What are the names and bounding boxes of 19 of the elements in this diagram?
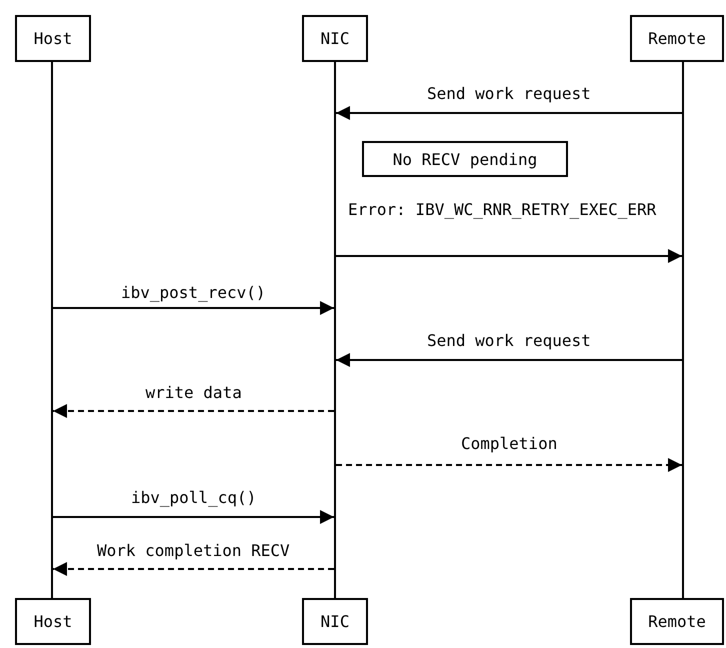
message-label: Work completion RECV [95, 541, 292, 561]
participant-box: NIC [302, 15, 368, 62]
message-arrow [53, 301, 334, 315]
lifeline [334, 62, 336, 598]
message-arrow [53, 562, 334, 576]
participant-box: Remote [630, 598, 724, 645]
message-arrow [336, 458, 682, 472]
lifeline [682, 62, 684, 598]
lifeline [51, 62, 53, 598]
participant-box: Remote [630, 15, 724, 62]
message-arrow [53, 510, 334, 524]
message-arrow [336, 353, 682, 367]
message-arrow [336, 106, 682, 120]
participant-box: Host [15, 598, 91, 645]
participant-box: Host [15, 15, 91, 62]
message-arrow [336, 249, 682, 263]
participant-box: NIC [302, 598, 368, 645]
note-box: No RECV pending [362, 141, 568, 177]
message-arrow [53, 404, 334, 418]
